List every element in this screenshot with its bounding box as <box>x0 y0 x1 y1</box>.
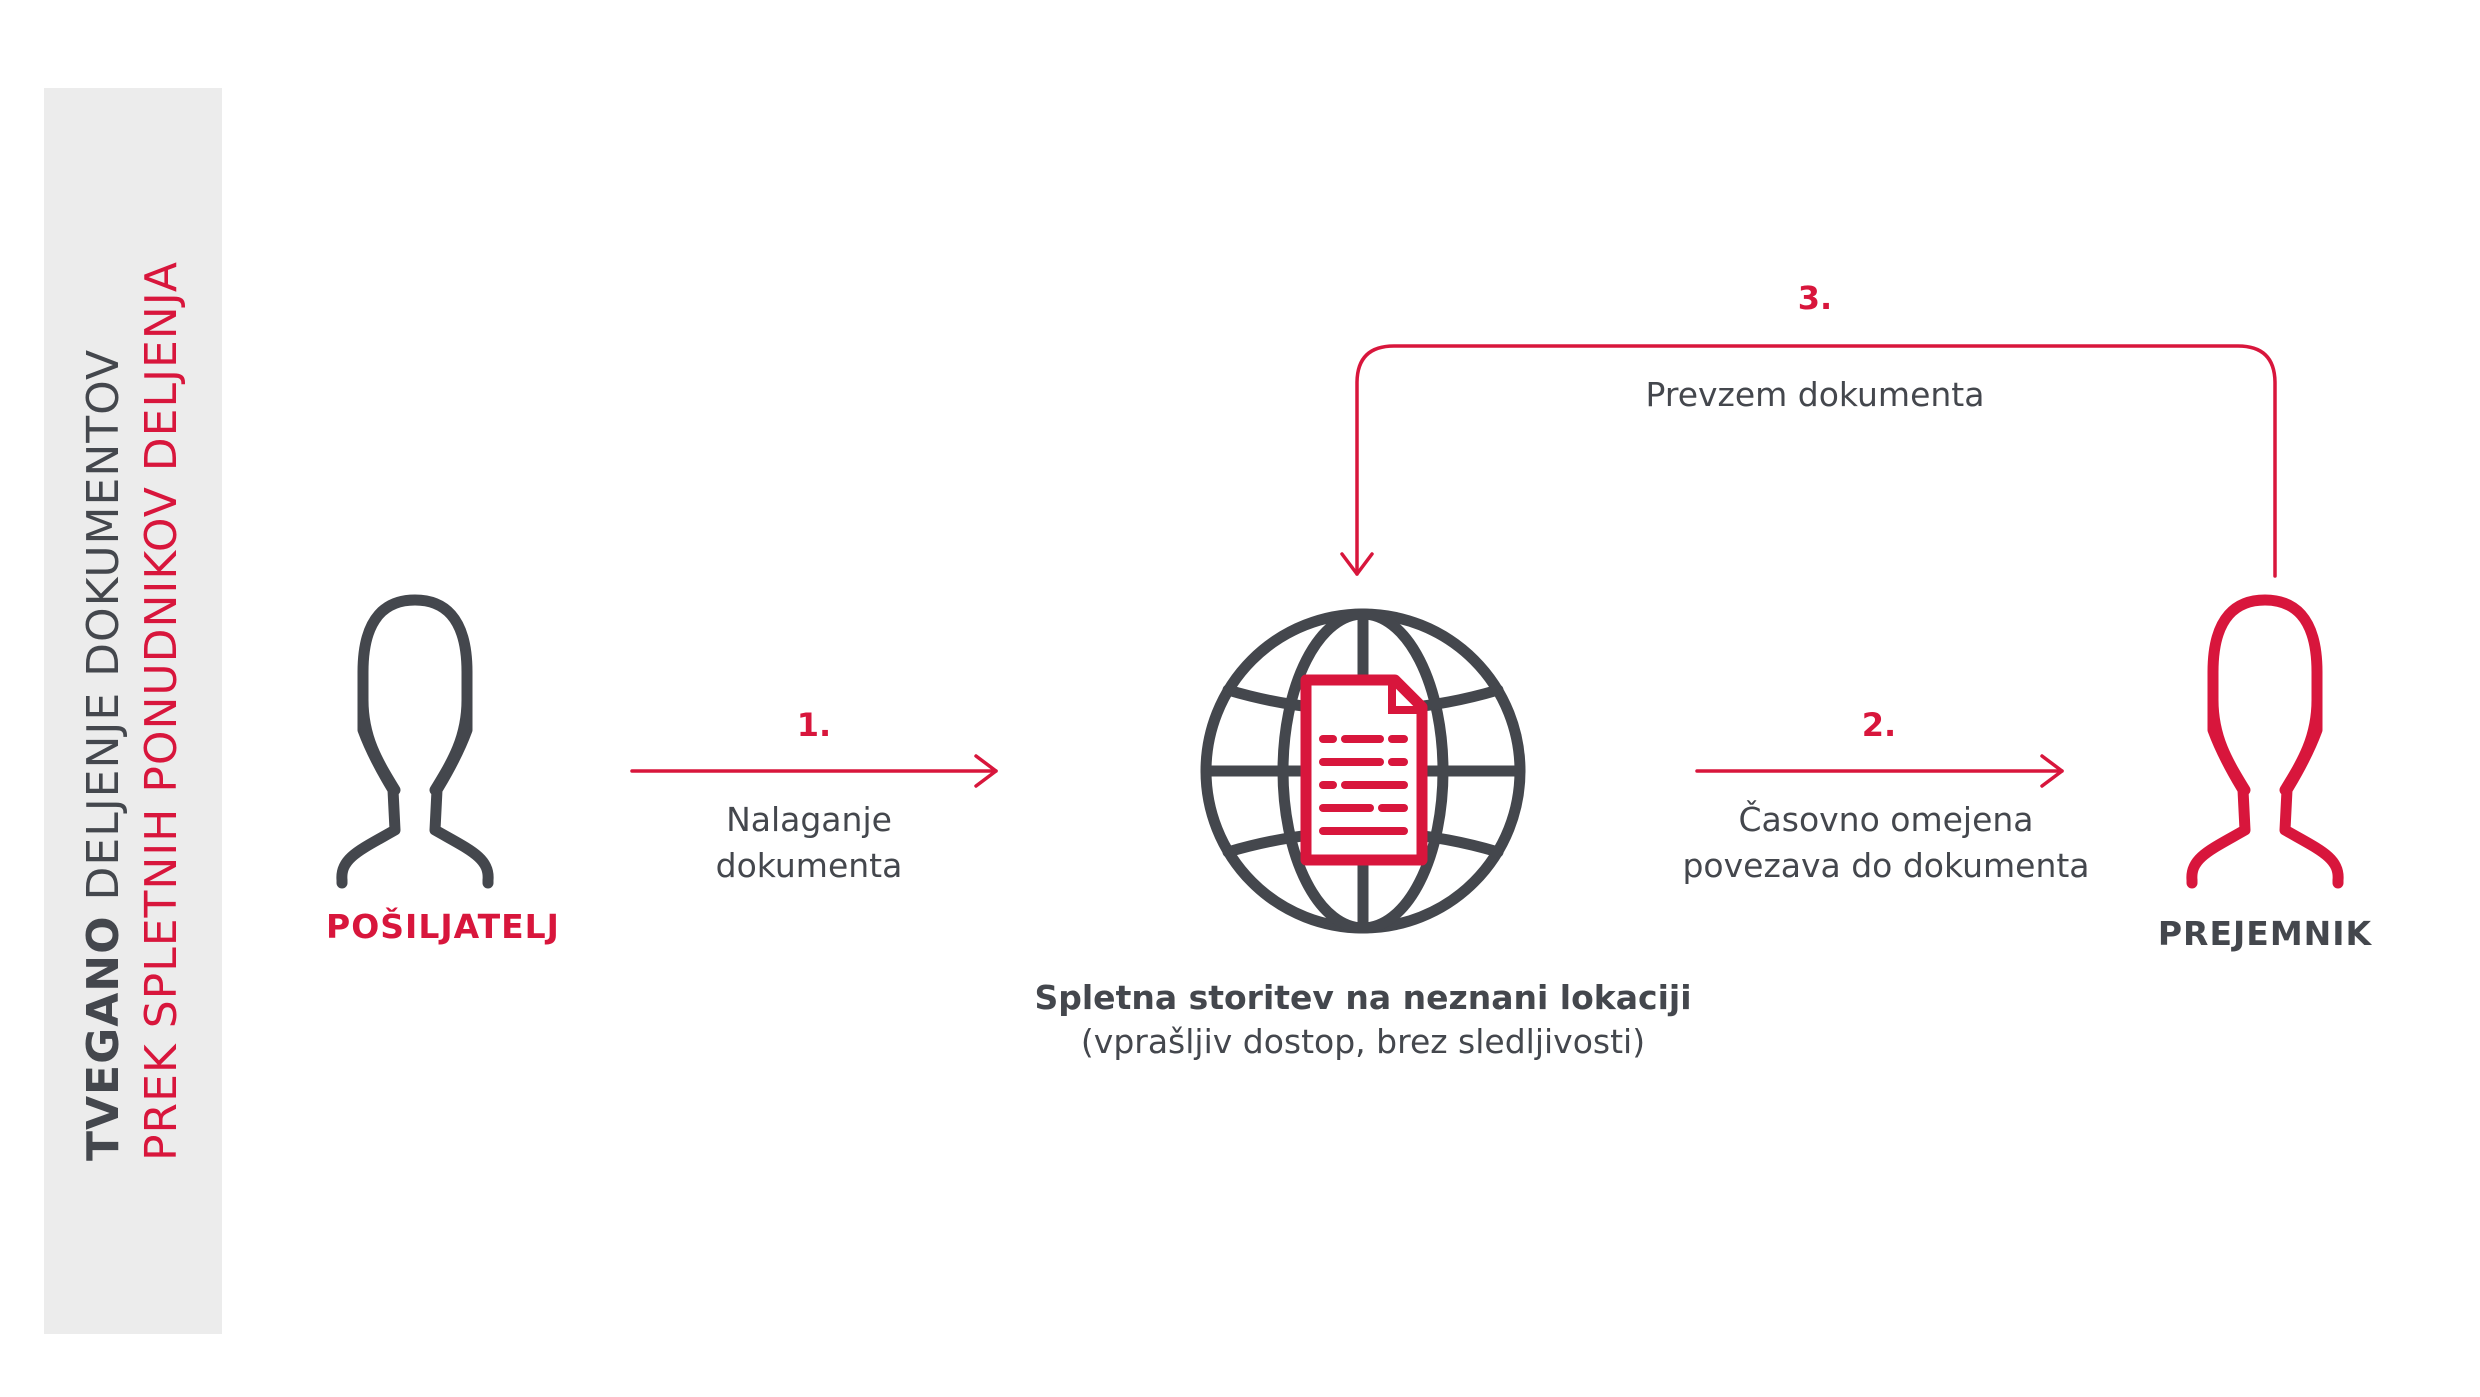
arrow-download <box>1340 344 2277 578</box>
step-2-number: 2. <box>1861 706 1897 744</box>
service-title: Spletna storitev na neznani lokaciji <box>1034 978 1692 1017</box>
step-3-number: 3. <box>1797 279 1833 317</box>
arrow-upload <box>630 754 998 788</box>
globe-document-icon <box>1200 608 1526 934</box>
sender-label: POŠILJATELJ <box>326 907 560 946</box>
arrow-link <box>1695 754 2064 788</box>
receiver-person-icon <box>2186 594 2344 889</box>
step-3-label: Prevzem dokumenta <box>1645 375 1985 414</box>
receiver-label: PREJEMNIK <box>2157 914 2373 953</box>
title-sidebar <box>44 88 222 1334</box>
step-1-number: 1. <box>796 706 832 744</box>
service-subtitle: (vprašljiv dostop, brez sledljivosti) <box>1080 1022 1646 1061</box>
sender-person-icon <box>336 594 494 889</box>
step-1-label: Nalaganje dokumenta <box>715 800 903 886</box>
step-2-label: Časovno omejena povezava do dokumenta <box>1682 800 2090 886</box>
